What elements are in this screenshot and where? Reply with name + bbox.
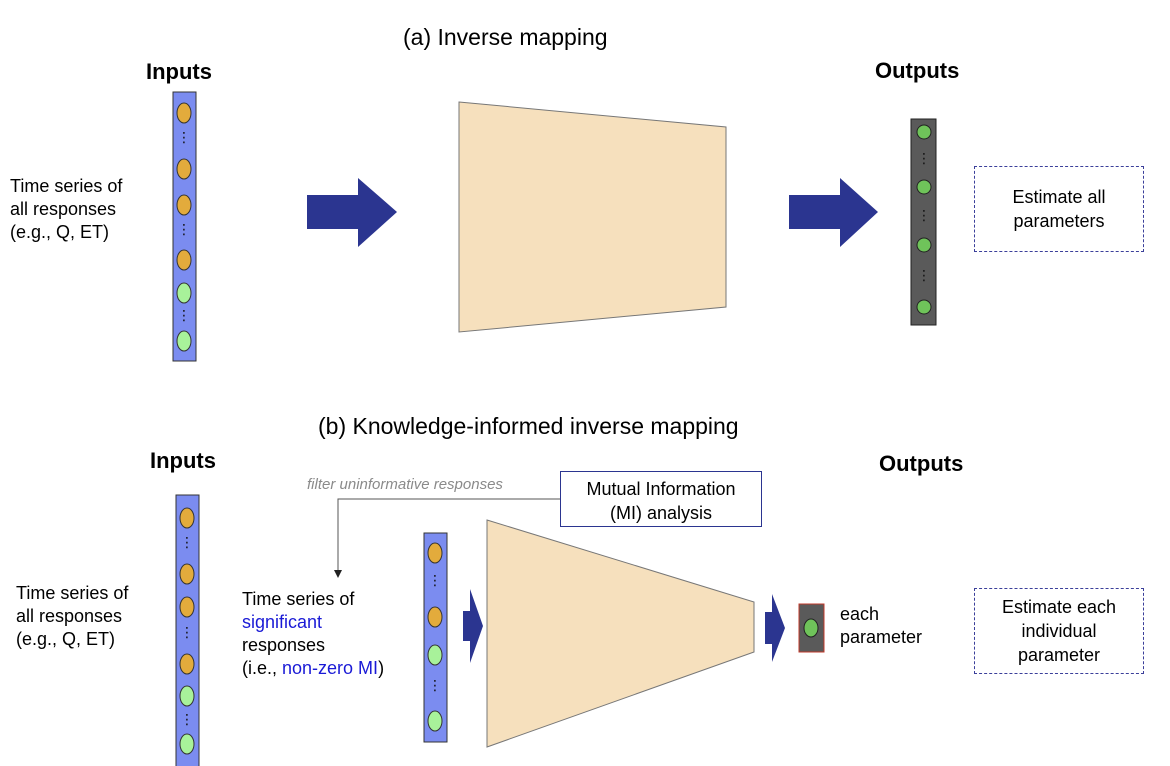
vertical-ellipsis: ⋮	[917, 268, 931, 284]
selected-responses-description: Time series of significant responses (i.…	[242, 588, 384, 680]
input-text-line-1: Time series of	[10, 176, 123, 196]
vertical-ellipsis: ⋮	[180, 712, 194, 728]
response-node	[179, 653, 195, 675]
parameter-node	[916, 299, 932, 315]
selected-node	[179, 685, 195, 707]
panel-a-input-description: Time series of all responses (e.g., Q, E…	[10, 175, 122, 244]
parameter-node	[803, 618, 819, 638]
network-label-line-1: Fully-Connected	[494, 192, 643, 213]
selected-node	[176, 282, 192, 304]
response-node	[427, 606, 443, 628]
input-text-line-3: (e.g., Q, ET)	[10, 222, 110, 242]
panel-a-title: (a) Inverse mapping	[403, 24, 608, 50]
panel-a-arrow-in	[307, 178, 397, 247]
vertical-ellipsis: ⋮	[917, 208, 931, 224]
input-text-line-3: (e.g., Q, ET)	[16, 629, 116, 649]
selected-node	[427, 710, 443, 732]
selected-node	[427, 644, 443, 666]
input-text-line-2: all responses	[10, 199, 117, 219]
panel-a-network-label: Fully-Connected Neural net	[494, 190, 643, 240]
mi-line-2: (MI) analysis	[609, 503, 712, 523]
response-node	[179, 596, 195, 618]
mutual-information-box: Mutual Information (MI) analysis	[560, 471, 762, 527]
filter-annotation: filter uninformative responses	[307, 476, 503, 493]
response-node	[179, 507, 195, 529]
parameter-node	[916, 237, 932, 253]
panel-b-selected-vector: ⋮ ⋮	[423, 532, 448, 743]
response-node	[176, 158, 192, 180]
vertical-ellipsis: ⋮	[180, 625, 194, 641]
selected-line-3: responses	[242, 635, 326, 655]
estimate-line-3: parameter	[1017, 645, 1101, 665]
vertical-ellipsis: ⋮	[180, 535, 194, 551]
mi-line-1: Mutual Information	[586, 479, 736, 499]
panel-a-inputs-header: Inputs	[146, 59, 212, 84]
significant-highlight: significant	[242, 612, 323, 632]
panel-b-arrow-in	[463, 589, 483, 663]
panel-b-title: (b) Knowledge-informed inverse mapping	[318, 413, 739, 439]
panel-a-arrow-out	[789, 178, 878, 247]
selected-node	[176, 330, 192, 352]
non-zero-mi-highlight: non-zero MI	[282, 658, 379, 678]
output-text-line-1: each	[840, 604, 880, 624]
each-parameter-label: each parameter	[840, 603, 922, 649]
panel-b-input-vector: ⋮ ⋮ ⋮	[175, 494, 200, 766]
estimate-line-2: parameters	[1013, 211, 1105, 231]
network-label-line-2: Neural net	[494, 217, 587, 238]
panel-b-output-node	[798, 603, 825, 653]
panel-a-input-vector: ⋮ ⋮ ⋮	[172, 91, 197, 362]
vertical-ellipsis: ⋮	[177, 130, 191, 146]
panel-b-input-description: Time series of all responses (e.g., Q, E…	[16, 582, 128, 651]
panel-b-inputs-header: Inputs	[150, 448, 216, 473]
parameter-node	[916, 124, 932, 140]
parameter-node	[916, 179, 932, 195]
panel-a-output-vector: ⋮ ⋮ ⋮	[910, 118, 937, 326]
response-node	[176, 249, 192, 271]
selected-line-1: Time series of	[242, 589, 355, 609]
output-text-line-2: parameter	[840, 627, 923, 647]
selected-node	[179, 733, 195, 755]
panel-b-arrow-out	[765, 594, 785, 662]
response-node	[176, 102, 192, 124]
response-node	[427, 542, 443, 564]
network-label-line-1: Fully-Connected	[518, 612, 667, 633]
estimate-line-1: Estimate each	[1001, 597, 1117, 617]
vertical-ellipsis: ⋮	[177, 222, 191, 238]
estimate-line-2: individual	[1021, 621, 1097, 641]
vertical-ellipsis: ⋮	[428, 678, 442, 694]
input-text-line-2: all responses	[16, 606, 123, 626]
response-node	[176, 194, 192, 216]
filter-connector	[334, 498, 560, 578]
panel-b-outputs-header: Outputs	[879, 451, 964, 476]
vertical-ellipsis: ⋮	[177, 308, 191, 324]
network-label-line-2: Neural net	[518, 637, 611, 658]
panel-b-estimate-box: Estimate each individual parameter	[974, 588, 1144, 674]
vertical-ellipsis: ⋮	[917, 151, 931, 167]
estimate-line-1: Estimate all	[1012, 187, 1106, 207]
panel-a-outputs-header: Outputs	[875, 58, 960, 83]
panel-b-network-label: Fully-Connected Neural net	[518, 610, 667, 660]
response-node	[179, 563, 195, 585]
input-text-line-1: Time series of	[16, 583, 129, 603]
panel-a-estimate-box: Estimate all parameters	[974, 166, 1144, 252]
vertical-ellipsis: ⋮	[428, 573, 442, 589]
selected-line-4: (i.e., non-zero MI)	[242, 658, 385, 678]
